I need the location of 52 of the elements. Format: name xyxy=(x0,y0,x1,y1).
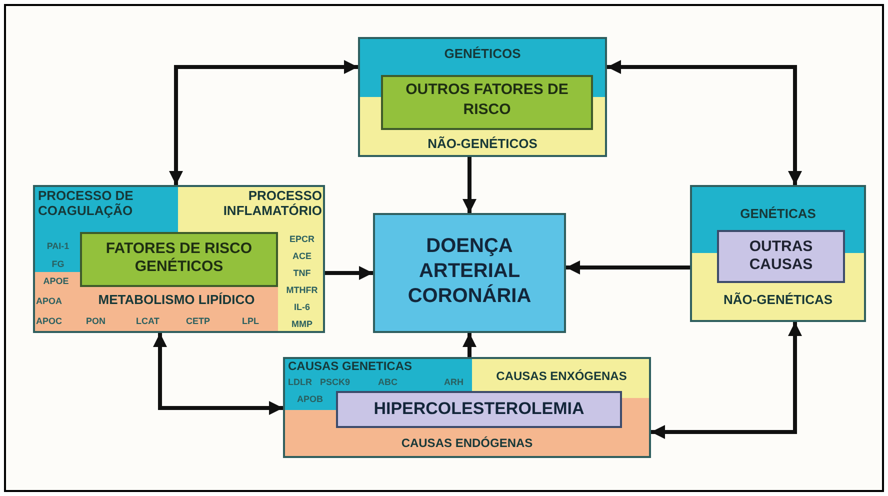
box-label: PROCESSO DE COAGULAÇÃO xyxy=(38,188,134,218)
gene-label: LCAT xyxy=(136,316,160,327)
arrow xyxy=(651,322,802,439)
gene-label: ACE xyxy=(291,251,312,262)
gene-label: EPCR xyxy=(288,234,316,245)
box-label: HIPERCOLESTEROLEMIA xyxy=(372,399,586,419)
arrow xyxy=(566,260,690,274)
box-label: OUTROS FATORES DE RISCO xyxy=(404,80,570,120)
box-label: CAUSAS ENXÓGENAS xyxy=(495,369,628,383)
arrow xyxy=(169,60,358,185)
box-label: FATORES DE RISCO GENÉTICOS xyxy=(104,240,254,276)
box-label: CAUSAS GENETICAS xyxy=(288,359,412,373)
gene-label: FG xyxy=(50,259,66,270)
box-label: CAUSAS ENDÓGENAS xyxy=(400,436,534,450)
box-label: GENÉTICAS xyxy=(739,206,817,221)
box-label: NÃO-GENÉTICAS xyxy=(722,292,834,307)
arrow xyxy=(153,333,283,415)
arrow xyxy=(325,266,373,280)
gene-label: APOB xyxy=(296,394,324,405)
gene-label: ABC xyxy=(378,377,398,388)
gene-label: LDLR xyxy=(288,377,312,388)
box-label: DOENÇA ARTERIAL CORONÁRIA xyxy=(406,234,532,309)
group-box xyxy=(690,185,866,322)
disease-box xyxy=(373,213,566,333)
gene-label: PSCK9 xyxy=(320,377,350,388)
gene-label: PON xyxy=(86,316,106,327)
box-label: PROCESSO INFLAMATÓRIO xyxy=(222,188,322,218)
gene-label: PAI-1 xyxy=(46,241,70,252)
factor-box xyxy=(381,75,593,130)
gene-label: TNF xyxy=(292,268,312,279)
gene-label: ARH xyxy=(444,377,464,388)
gene-label: APOE xyxy=(42,276,70,287)
arrow xyxy=(462,333,476,357)
box-label: NÃO-GENÉTICOS xyxy=(426,136,538,151)
factor-box xyxy=(336,391,622,428)
factor-box xyxy=(717,230,845,283)
gene-label: APOC xyxy=(36,316,62,327)
box-label: APOA xyxy=(36,296,62,307)
arrow xyxy=(462,157,476,213)
gene-label: MTHFR xyxy=(285,285,319,296)
gene-label: METABOLISMO LIPÍDICO xyxy=(97,292,256,307)
arrow xyxy=(607,60,802,185)
gene-label: IL-6 xyxy=(292,302,311,313)
group-box xyxy=(283,357,651,458)
gene-label: LPL xyxy=(242,316,259,327)
group-box xyxy=(358,37,607,157)
factor-box xyxy=(80,232,278,287)
box-label: OUTRAS CAUSAS xyxy=(748,238,814,274)
group-box xyxy=(33,185,325,333)
gene-label: CETP xyxy=(186,316,210,327)
gene-label: MMP xyxy=(290,319,314,330)
box-label: GENÉTICOS xyxy=(443,46,522,61)
